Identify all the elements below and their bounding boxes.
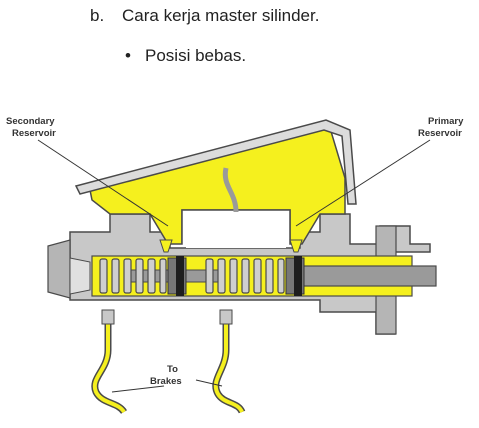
label-to-brakes-line2: Brakes [150,376,182,387]
brake-lines [95,310,242,412]
label-secondary-line1: Secondary [6,116,55,127]
label-primary-line1: Primary [428,116,464,127]
label-to-brakes-line1: To [167,364,178,375]
fitting-left [102,310,114,324]
push-rod [296,266,436,286]
fitting-right [220,310,232,324]
label-primary-line2: Reservoir [418,128,462,139]
label-secondary-line2: Reservoir [12,128,56,139]
primary-spring [206,259,284,293]
end-cap [48,240,70,298]
